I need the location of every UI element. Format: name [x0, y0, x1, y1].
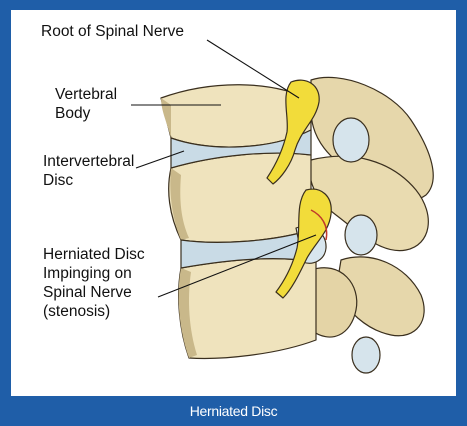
spine-illustration: [11, 10, 456, 396]
figure-caption: Herniated Disc: [0, 396, 467, 426]
illustration-panel: Root of Spinal Nerve Vertebral Body Inte…: [11, 10, 456, 396]
lower-foramen: [345, 215, 377, 255]
middle-vertebral-body: [169, 153, 311, 242]
intervertebral-disc-label: Intervertebral Disc: [43, 152, 134, 190]
herniated-disc-label: Herniated Disc Impinging on Spinal Nerve…: [43, 245, 145, 321]
bottom-foramen: [352, 337, 380, 373]
root-of-spinal-nerve-label: Root of Spinal Nerve: [41, 22, 184, 41]
upper-foramen: [333, 118, 369, 162]
vertebral-body-label: Vertebral Body: [55, 85, 117, 123]
